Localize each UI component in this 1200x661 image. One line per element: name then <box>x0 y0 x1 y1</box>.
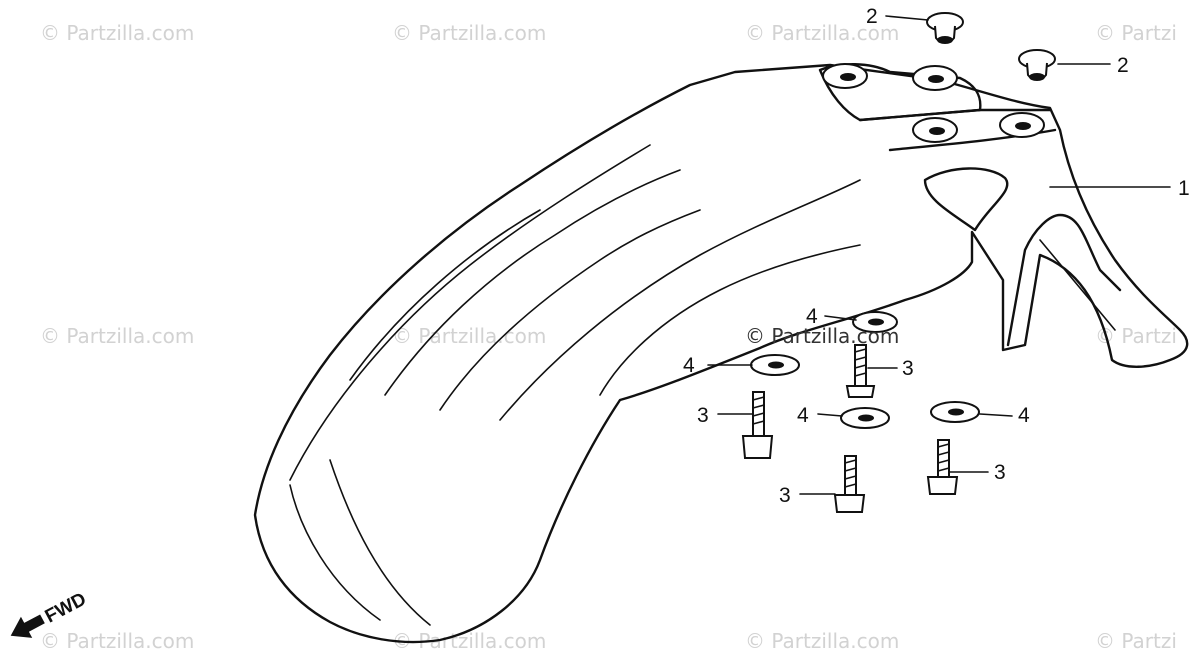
watermark: © Partzi <box>1095 629 1177 653</box>
callout-2: 2 <box>1117 54 1129 77</box>
washer <box>750 354 800 376</box>
watermark: © Partzilla.com <box>745 629 899 653</box>
callout-3: 3 <box>779 484 791 507</box>
arrow-left-icon <box>10 614 45 638</box>
watermark: © Partzilla.com <box>40 629 194 653</box>
bolt <box>926 439 959 495</box>
watermark: © Partzilla.com <box>392 324 546 348</box>
callout-4: 4 <box>683 354 695 377</box>
callout-4: 4 <box>806 305 818 328</box>
watermark: © Partzilla.com <box>392 21 546 45</box>
callout-2: 2 <box>866 5 878 28</box>
grommet <box>926 12 964 44</box>
watermark: © Partzilla.com <box>40 324 194 348</box>
watermark: © Partzilla.com <box>745 21 899 45</box>
front-fender <box>253 63 1189 644</box>
leader-lines <box>707 15 1171 495</box>
callout-4: 4 <box>1018 404 1030 427</box>
washer <box>930 401 980 423</box>
callout-labels: 2 2 1 4 4 3 3 4 4 3 3 <box>683 5 1190 507</box>
watermark: © Partzilla.com <box>40 21 194 45</box>
washer <box>852 311 898 333</box>
watermark-center: © Partzilla.com <box>745 324 899 348</box>
callout-3: 3 <box>697 404 709 427</box>
bolt <box>845 344 876 398</box>
callout-1: 1 <box>1178 177 1190 200</box>
callout-3: 3 <box>902 357 914 380</box>
fwd-label: FWD <box>42 589 90 628</box>
washer <box>840 407 890 429</box>
callout-3: 3 <box>994 461 1006 484</box>
watermark: © Partzi <box>1095 21 1177 45</box>
bolt <box>833 455 866 513</box>
bolt <box>741 391 774 459</box>
grommet <box>1018 49 1056 81</box>
callout-4: 4 <box>797 404 809 427</box>
